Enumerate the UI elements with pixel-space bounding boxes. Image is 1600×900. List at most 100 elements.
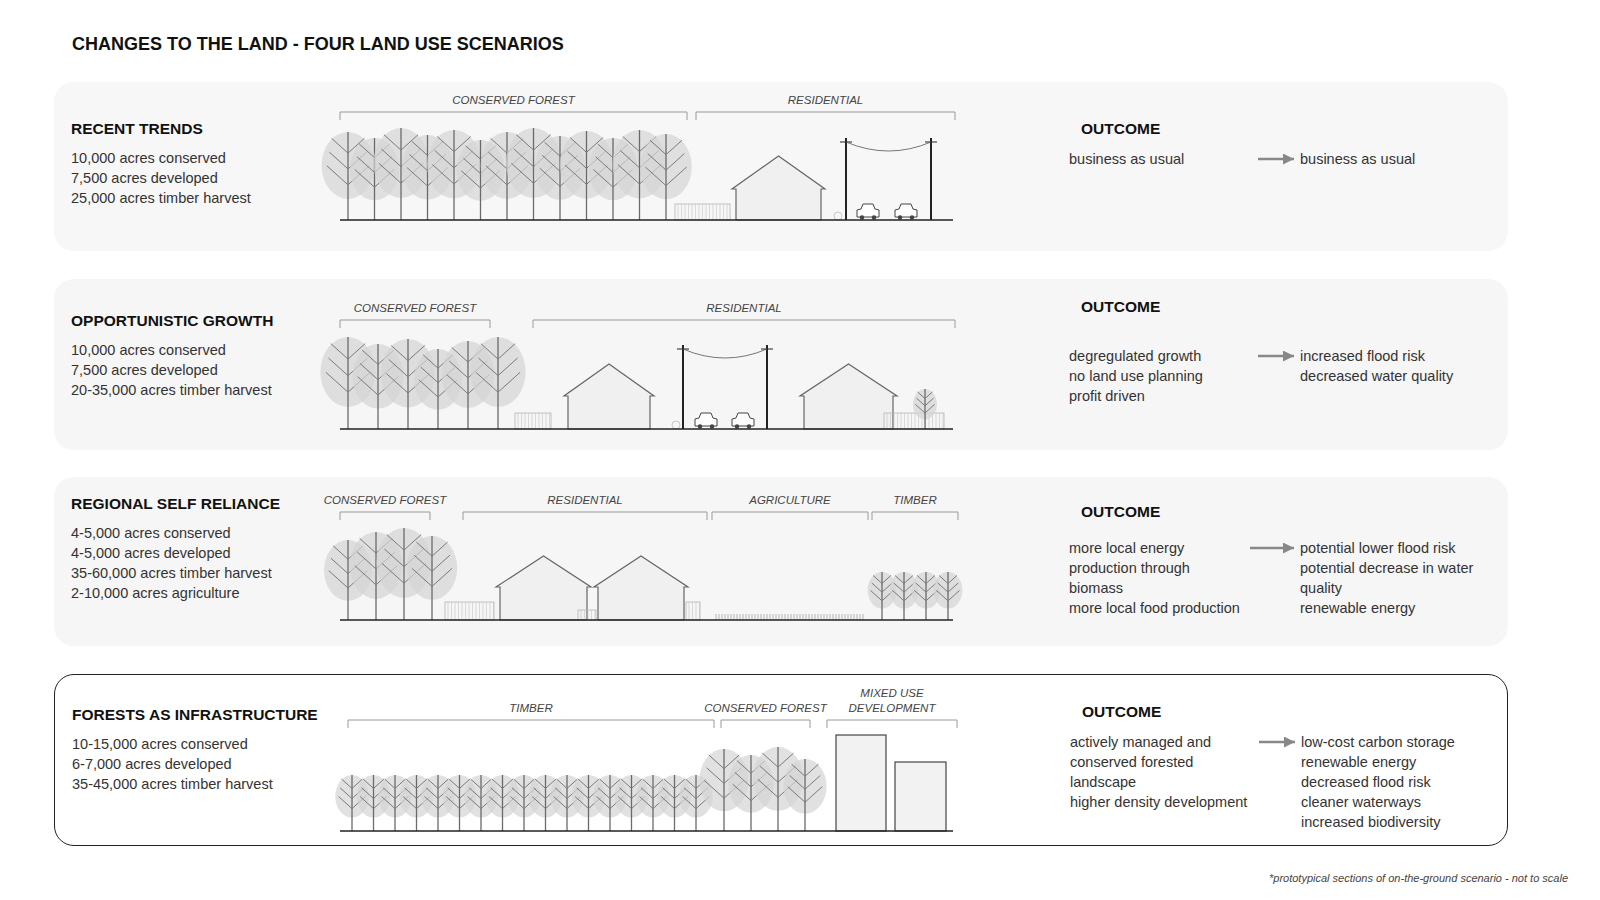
tree-branch [446,797,459,809]
crop-row [788,614,789,620]
tree-trunk [506,132,507,220]
tree-branch [355,169,375,187]
outcome-item: actively managed and conserved forested … [1070,732,1253,792]
diagram-title: CHANGES TO THE LAND - FOUR LAND USE SCEN… [72,33,564,55]
section-label: CONSERVED FOREST [354,301,476,316]
tree-branch [524,779,534,788]
tree-branch [352,797,365,809]
tree-branch [534,149,554,167]
crop-row [758,614,759,620]
outcome-cause: OUTCOMEbusiness as usual [1069,119,1252,169]
crop-row [728,614,729,620]
tree-branch [375,144,390,158]
tree-branch [447,375,468,394]
tree-branch [613,169,633,187]
tree-trunk [566,775,567,831]
tree-branch [421,367,438,382]
scenario-heading: FORESTS AS INFRASTRUCTURE [72,705,318,725]
tree-branch [892,590,904,600]
tree-branch [653,788,665,799]
acreage-stat: 10,000 acres conserved [71,148,251,168]
fence-picket [908,413,909,429]
tree-branch [507,138,523,153]
crop-row [836,614,837,620]
outcome-arrow [1258,158,1294,161]
tree-branch [661,797,674,809]
tree-branch [374,788,386,799]
fence-frame [515,413,551,429]
tree-branch [432,542,448,556]
tree-branch [463,158,480,173]
tree-branch [895,575,904,583]
fence-picket [706,204,707,220]
tree-branch [503,797,516,809]
scenario-panel: FORESTS AS INFRASTRUCTURE10-15,000 acres… [54,674,1508,846]
tree-branch [375,157,392,173]
tree-branch [632,797,645,809]
tree-branch [382,563,404,583]
tree-branch [684,788,696,799]
tree [350,532,403,620]
ground-line [340,619,953,621]
tree-trunk [924,389,925,429]
tree-branch [589,779,599,788]
tree [378,775,412,831]
tree [783,759,826,831]
crop-row [731,614,732,620]
outcome-arrow [1259,741,1295,744]
acreage-stat: 10,000 acres conserved [71,340,273,360]
outcome-item: decreased water quality [1300,366,1490,386]
bracket [340,512,430,520]
fence-picket [546,413,547,429]
tree-trunk [903,572,904,620]
fence-picket [465,602,466,620]
crop-row [797,614,798,620]
tree [572,775,606,831]
tree-branch [503,779,513,788]
tree-branch [666,140,682,154]
crop-row [812,614,813,620]
acreage-stat: 7,500 acres developed [71,360,273,380]
tree-canopy [593,775,627,818]
tree-branch [696,779,706,788]
tree-canopy [783,759,826,814]
section-label: AGRICULTURE [749,493,831,508]
tree-branch [417,788,429,799]
tree-branch [387,535,404,550]
tree-branch [882,590,894,600]
scenario-heading: RECENT TRENDS [71,119,251,139]
car-wheel [910,215,914,219]
tree-branch [348,138,364,153]
tree-branch [724,780,744,798]
tree-branch [936,590,948,600]
tree-branch [438,367,455,382]
tree-trunk [804,759,805,831]
tree-branch [348,571,367,588]
tree-branch [540,168,560,186]
tree [457,140,505,220]
house [496,556,591,620]
tree-branch [401,163,423,183]
tree-branch [589,788,601,799]
tree-branch [438,779,448,788]
fence-picket [692,204,693,220]
tree-branch [914,590,926,600]
tree-branch [751,761,765,774]
tree-branch [534,163,556,183]
tree-branch [428,168,448,186]
tree-branch [438,355,453,368]
fence-picket [696,602,697,620]
fence-picket [678,204,679,220]
tree-branch [894,583,904,592]
acreage-stat: 35-45,000 acres timber harvest [72,774,318,794]
tree-branch [403,797,416,809]
tree-trunk [652,775,653,831]
fence-picket [699,602,700,620]
tree-canopy [486,775,520,818]
fence-frame [884,413,944,429]
crop-row [770,614,771,620]
tree-branch [916,583,926,592]
tree-trunk [750,755,751,831]
tree-branch [481,797,494,809]
acreage-stat: 35-60,000 acres timber harvest [71,563,280,583]
